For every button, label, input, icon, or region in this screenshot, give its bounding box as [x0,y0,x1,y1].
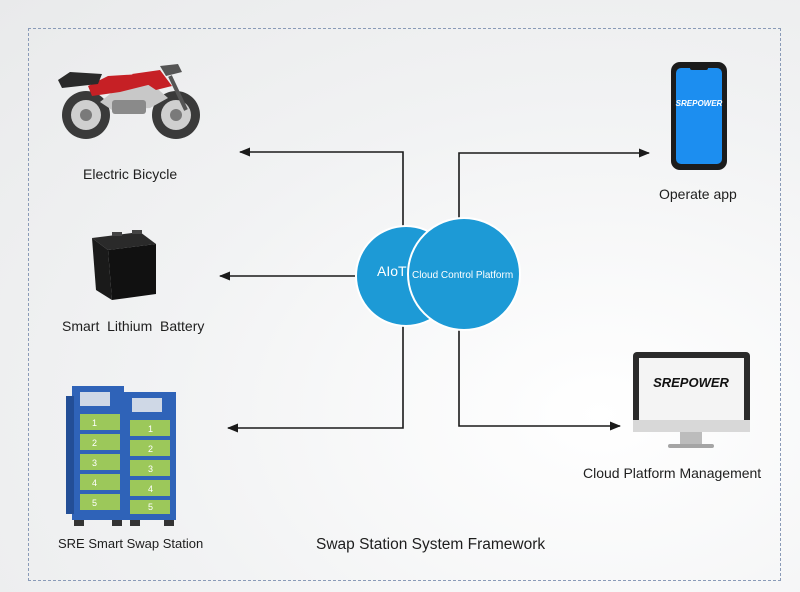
compartment-2: 2 [92,438,97,448]
phone-brand-logo: SREPOWER [676,99,723,108]
compartment-4: 4 [92,478,97,488]
compartment-5-right: 5 [148,502,153,512]
compartment-5: 5 [92,498,97,508]
monitor-brand-logo: SREPOWER [653,375,729,390]
monitor-icon: SREPOWER [633,352,750,448]
swap-station-icon: 1 2 3 4 5 1 2 3 4 5 [66,386,176,526]
cloud-platform-management-label: Cloud Platform Management [583,465,762,481]
smart-swap-station-label: SRE Smart Swap Station [58,536,204,551]
smart-lithium-battery-label: Smart Lithium Battery [62,318,205,334]
central-hub: AIoT Cloud Control Platform [355,217,521,331]
connector-lines [218,147,651,433]
motorcycle-icon [58,64,200,139]
compartment-4-right: 4 [148,484,153,494]
cloud-control-label: Cloud Control Platform [412,270,513,281]
electric-bicycle-label: Electric Bicycle [83,166,178,182]
diagram-title: Swap Station System Framework [316,536,546,553]
arrow-to-app [458,148,651,228]
diagram-frame [28,28,781,581]
compartment-3-right: 3 [148,464,153,474]
operate-app-label: Operate app [659,186,737,202]
compartment-3: 3 [92,458,97,468]
smartphone-icon: SREPOWER [671,62,727,170]
compartment-2-right: 2 [148,444,153,454]
aiot-label: AIoT [377,263,407,279]
compartment-1: 1 [92,418,97,428]
arrow-to-bicycle [238,147,404,228]
arrow-to-cloud-management [458,324,622,431]
battery-icon [92,230,156,300]
compartment-1-right: 1 [148,424,153,434]
arrow-to-station [226,324,404,433]
cloud-control-circle [407,217,521,331]
